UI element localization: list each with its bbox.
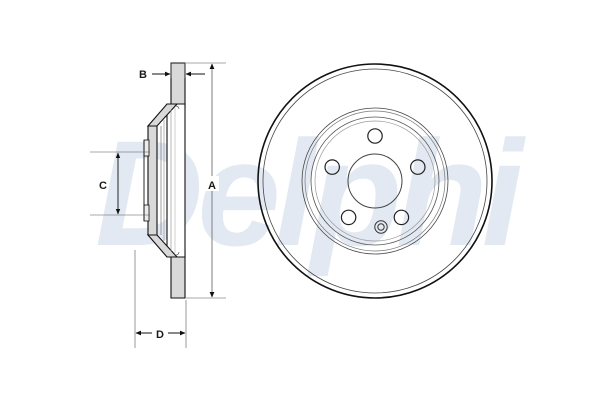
disc-friction-band-inner (301, 107, 449, 255)
dim-d-arrow-right (180, 330, 186, 336)
dim-c-arrow-bottom (115, 209, 121, 215)
dimension-d-group: D (134, 250, 187, 348)
disc-hat-step-ring (314, 120, 436, 242)
section-upper-flange (170, 62, 186, 109)
dimension-c-group: C (90, 151, 150, 216)
dim-a-arrow-bottom (209, 292, 215, 298)
section-lip-notch-upper (143, 139, 150, 157)
dimension-b-group: B (139, 63, 205, 81)
section-rotor-ring (166, 103, 186, 258)
section-radius-mark-lower (175, 251, 180, 256)
disc-outer-edge (257, 63, 493, 299)
dim-a-arrow-top (209, 63, 215, 69)
dimension-label-c: C (99, 180, 107, 192)
section-hat-wall (147, 125, 158, 236)
bolt-hole (324, 159, 340, 175)
dim-b-arrow-left (165, 71, 171, 77)
bolt-hole (367, 128, 383, 144)
dimension-label-d: D (156, 329, 164, 341)
bolt-hole (393, 209, 410, 226)
dimension-label-b: B (139, 69, 147, 81)
section-lower-flange (170, 252, 186, 299)
disc-friction-band-inner-2 (304, 110, 446, 252)
dim-c-arrow-top (115, 152, 121, 158)
section-radius-mark-upper (175, 105, 180, 110)
front-view-group (257, 63, 493, 299)
bolt-hole (409, 159, 426, 175)
disc-centre-bore (347, 153, 403, 209)
bolt-hole (340, 209, 357, 226)
dimension-label-a: A (208, 180, 216, 192)
section-lip-notch-lower (143, 204, 150, 222)
dim-b-arrow-right (185, 71, 191, 77)
dimension-a-group: A (186, 62, 226, 299)
disc-hat-outer-ring (310, 116, 440, 246)
disc-friction-band-outer (262, 68, 488, 294)
dim-a-label-mask (205, 176, 219, 191)
locating-pin-hole-inner (377, 223, 385, 231)
locating-pin-hole-outer (374, 220, 388, 234)
dim-d-label-mask (152, 326, 168, 340)
dim-d-arrow-left (135, 330, 141, 336)
cross-section-view (143, 62, 186, 299)
